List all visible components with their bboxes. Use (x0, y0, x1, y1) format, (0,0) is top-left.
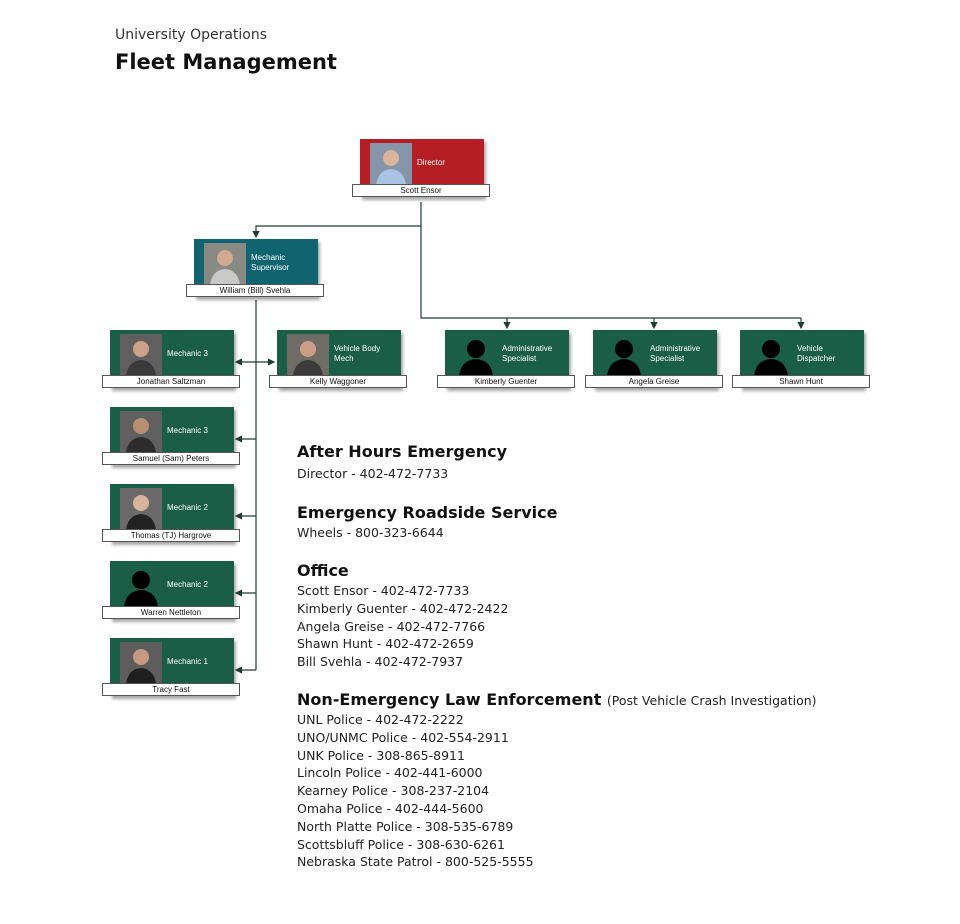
org-role-label: Mechanic 2 (167, 580, 208, 589)
person-photo-icon (120, 334, 162, 376)
contact-line: Omaha Police - 402-444-5600 (297, 800, 484, 816)
section-heading: After Hours Emergency (297, 442, 508, 461)
page-subtitle: University Operations (115, 27, 268, 43)
org-card-admin-2[interactable]: Administrative Specialist Angela Greise (585, 330, 723, 388)
contact-line: Scott Ensor - 402-472-7733 (297, 583, 470, 598)
org-card-admin-1[interactable]: Administrative Specialist Kimberly Guent… (437, 330, 575, 388)
page-title: Fleet Management (115, 50, 337, 74)
org-name-label: Kelly Waggoner (269, 375, 407, 388)
org-role-label: Mechanic Supervisor (251, 253, 290, 272)
section-heading-note: (Post Vehicle Crash Investigation) (606, 693, 817, 708)
contact-line: Kimberly Guenter - 402-472-2422 (297, 600, 509, 616)
org-card-mechanic-4[interactable]: Mechanic 2 Warren Nettleton (102, 561, 240, 619)
org-name-label: Scott Ensor (352, 184, 490, 197)
org-card-dispatcher[interactable]: Vehicle Dispatcher Shawn Hunt (732, 330, 870, 388)
person-photo-icon (204, 243, 246, 285)
section-heading: Emergency Roadside Service (297, 503, 558, 522)
org-role-label: Administrative Specialist (650, 344, 701, 363)
contact-line: North Platte Police - 308-535-6789 (297, 818, 514, 834)
contact-line: UNO/UNMC Police - 402-554-2911 (297, 729, 509, 745)
connector-director-to-staff (420, 226, 801, 319)
contact-line: Lincoln Police - 402-441-6000 (297, 765, 483, 781)
section-office: Office Scott Ensor - 402-472-7733 Kimber… (297, 561, 508, 671)
person-photo-icon (120, 642, 162, 684)
org-role-label: Mechanic 3 (167, 426, 208, 435)
person-photo-icon (287, 334, 329, 376)
org-role-label: Mechanic 3 (167, 349, 208, 358)
contact-line: Kearney Police - 308-237-2104 (297, 783, 490, 799)
section-heading-text: Non-Emergency Law Enforcement (297, 690, 602, 709)
section-heading: Office (297, 561, 349, 580)
person-silhouette-icon (120, 565, 162, 607)
org-name-label: Warren Nettleton (102, 606, 240, 619)
person-silhouette-icon (603, 334, 645, 376)
org-name-label: Thomas (TJ) Hargrove (102, 529, 240, 542)
contact-line: Angela Greise - 402-472-7766 (297, 618, 486, 634)
person-photo-icon (120, 411, 162, 453)
org-card-supervisor[interactable]: Mechanic Supervisor William (Bill) Svehl… (186, 239, 324, 297)
connector-director-to-supervisor (252, 225, 421, 239)
org-card-body-mech[interactable]: Vehicle Body Mech Kelly Waggoner (269, 330, 407, 388)
contact-line: Shawn Hunt - 402-472-2659 (297, 636, 474, 652)
org-card-mechanic-1[interactable]: Mechanic 3 Jonathan Saltzman (102, 330, 240, 388)
org-name-label: Samuel (Sam) Peters (102, 452, 240, 465)
contact-line: UNK Police - 308-865-8911 (297, 747, 465, 763)
org-role-label: Administrative Specialist (502, 344, 553, 363)
org-name-label: Kimberly Guenter (437, 375, 575, 388)
person-photo-icon (120, 488, 162, 530)
person-silhouette-icon (750, 334, 792, 376)
org-name-label: Jonathan Saltzman (102, 375, 240, 388)
org-name-label: Shawn Hunt (732, 375, 870, 388)
section-roadside: Emergency Roadside Service Wheels - 800-… (297, 503, 557, 542)
org-name-label: William (Bill) Svehla (186, 284, 324, 297)
org-role-label: Vehicle Body Mech (334, 344, 381, 363)
section-after-hours: After Hours Emergency Director - 402-472… (297, 442, 507, 483)
org-name-label: Tracy Fast (102, 683, 240, 696)
org-card-mechanic-5[interactable]: Mechanic 1 Tracy Fast (102, 638, 240, 696)
contact-line: UNL Police - 402-472-2222 (297, 712, 464, 727)
section-law-enforcement: Non-Emergency Law Enforcement (Post Vehi… (297, 690, 817, 871)
org-card-director[interactable]: Director Scott Ensor (352, 139, 490, 197)
section-heading: Non-Emergency Law Enforcement (Post Vehi… (297, 690, 817, 709)
contact-line: Scottsbluff Police - 308-630-6261 (297, 836, 505, 852)
contact-line: Nebraska State Patrol - 800-525-5555 (297, 854, 534, 870)
org-card-mechanic-3[interactable]: Mechanic 2 Thomas (TJ) Hargrove (102, 484, 240, 542)
org-role-label: Vehicle Dispatcher (797, 344, 836, 363)
org-role-label: Mechanic 2 (167, 503, 208, 512)
org-card-mechanic-2[interactable]: Mechanic 3 Samuel (Sam) Peters (102, 407, 240, 465)
org-name-label: Angela Greise (585, 375, 723, 388)
person-photo-icon (370, 143, 412, 185)
org-role-label: Director (417, 158, 446, 167)
contact-line: Bill Svehla - 402-472-7937 (297, 654, 464, 670)
person-silhouette-icon (455, 334, 497, 376)
contact-line: Director - 402-472-7733 (297, 466, 449, 481)
contact-line: Wheels - 800-323-6644 (297, 525, 444, 540)
org-role-label: Mechanic 1 (167, 657, 208, 666)
